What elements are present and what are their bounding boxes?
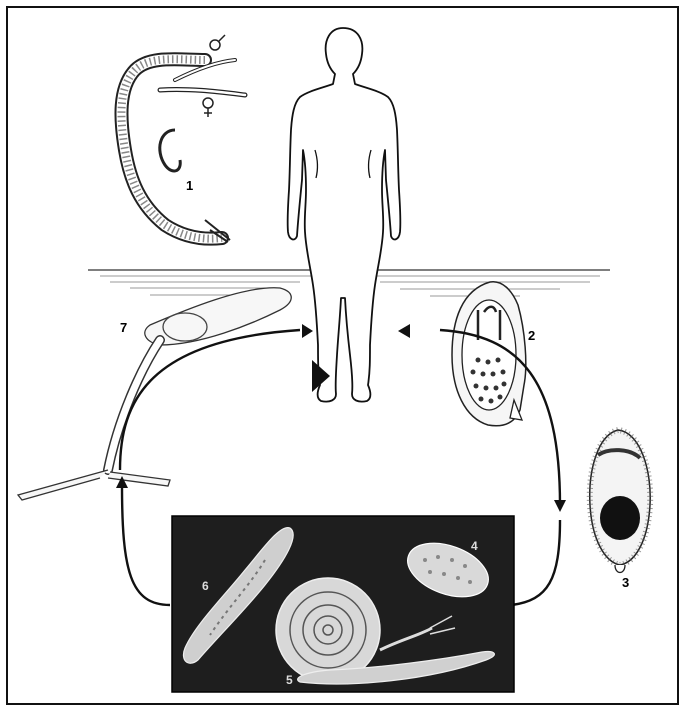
female-symbol-icon [203,98,213,108]
cercaria-stage7 [18,288,291,500]
label-stage4: 4 [471,539,478,553]
egg-stage2 [452,282,526,426]
label-stage5: 5 [286,673,293,687]
miracidium-stage3 [590,430,650,573]
arrow-egg-exit [398,324,410,338]
label-stage6: 6 [202,579,209,593]
arrow-to-human-left [302,324,313,338]
arrow-to-miracidium [554,500,566,512]
snail-panel [172,516,514,692]
label-stage2: 2 [528,328,535,343]
label-stage3: 3 [622,575,629,590]
snail-shell-stage5 [276,578,380,682]
male-symbol-icon [210,40,220,50]
adult-worms-stage1 [121,35,245,242]
human-silhouette [288,28,401,402]
label-stage1: 1 [186,178,193,193]
label-stage7: 7 [120,320,127,335]
